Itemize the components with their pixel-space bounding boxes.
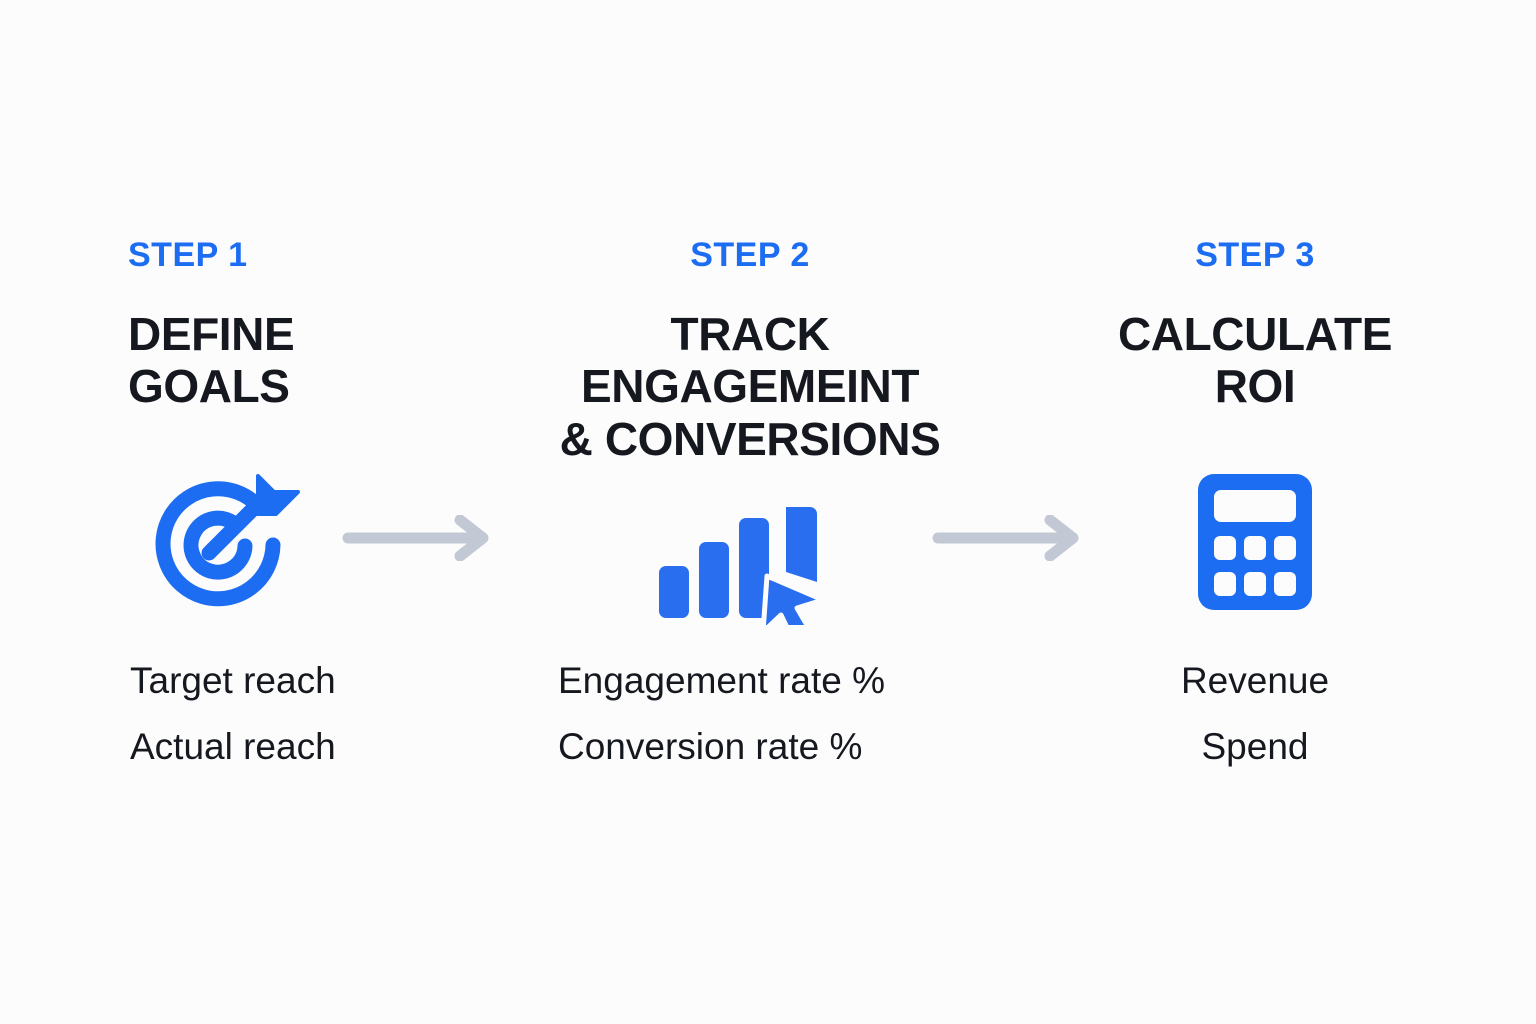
step-column-1: STEP 1 DEFINE GOALS bbox=[128, 238, 428, 413]
step-column-3: STEP 3 CALCULATE ROI bbox=[1080, 238, 1430, 413]
metric-item: Revenue bbox=[1180, 660, 1330, 701]
step-heading-3: CALCULATE ROI bbox=[1117, 308, 1393, 413]
bar-chart-cursor-icon bbox=[655, 500, 826, 643]
metrics-list-3: Revenue Spend bbox=[1080, 648, 1430, 780]
step-column-2: STEP 2 TRACK ENGAGEMEINT & CONVERSIONS bbox=[520, 238, 980, 465]
target-icon bbox=[146, 468, 304, 621]
step-heading-1: DEFINE GOALS bbox=[128, 308, 295, 413]
metric-item: Target reach bbox=[130, 660, 336, 701]
arrow-right-icon bbox=[930, 514, 1090, 566]
metrics-list-2: Engagement rate % Conversion rate % bbox=[558, 648, 988, 780]
metric-item: Spend bbox=[1201, 725, 1309, 767]
calculator-icon bbox=[1196, 472, 1314, 617]
step-label-3: STEP 3 bbox=[1195, 236, 1315, 274]
metrics-list-1: Target reach Actual reach bbox=[130, 648, 450, 780]
arrow-right-icon bbox=[340, 514, 500, 566]
step-heading-2: TRACK ENGAGEMEINT & CONVERSIONS bbox=[559, 308, 941, 465]
step-label-2: STEP 2 bbox=[690, 236, 810, 274]
metric-item: Engagement rate % bbox=[558, 660, 886, 701]
metric-item: Conversion rate % bbox=[558, 725, 863, 767]
metric-item: Actual reach bbox=[130, 725, 336, 767]
step-label-1: STEP 1 bbox=[128, 236, 248, 274]
